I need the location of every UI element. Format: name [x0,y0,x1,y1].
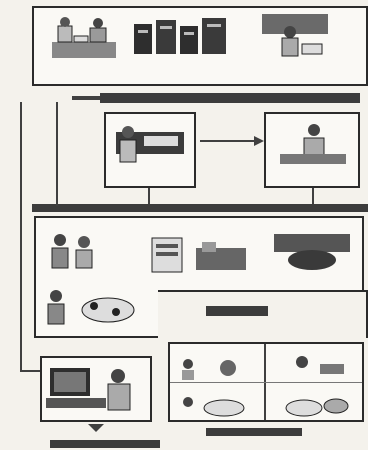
cabinet-illustration [150,236,184,274]
computer-racks-illustration [132,16,232,62]
lower-label [206,306,268,316]
market-stall-illustration [194,238,248,272]
bottom-right-divider-h [170,382,362,383]
analyst-illustration [274,120,352,174]
samplers-illustration [44,232,108,276]
inspector-illustration [262,14,328,66]
cattle-illustration [272,232,352,274]
mid-band [32,204,368,212]
br-illustration-4 [280,394,354,418]
br-illustration-3 [178,394,252,418]
officials-meeting-illustration [48,14,120,66]
computer-operator-illustration [46,362,146,418]
left-vertical-line [20,102,22,372]
middle-connector-arrow [200,140,256,142]
top-band-arrow-left [72,96,100,100]
br-illustration-2 [284,354,354,380]
connector-mid-right [312,188,314,204]
press-release-illustration [114,118,186,174]
top-band [100,93,360,103]
arrow-head-right [254,136,264,146]
bottom-banner [50,440,160,448]
br-illustration-1 [178,356,248,380]
livestock-inspection-illustration [42,286,142,332]
footer-arrow-down [88,424,104,432]
mid-band-branch [56,102,58,206]
bottom-right-banner [206,428,302,436]
connector-mid-left [148,188,150,204]
